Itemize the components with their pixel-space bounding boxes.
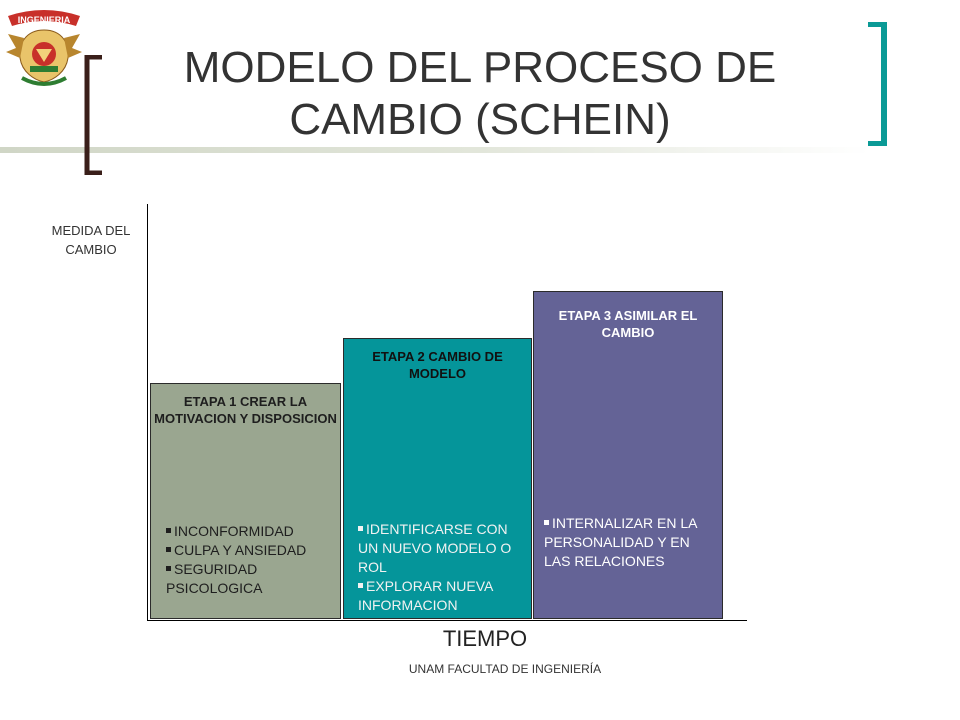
stage-1-box: ETAPA 1 CREAR LA MOTIVACION Y DISPOSICIO… xyxy=(150,383,341,619)
stage-1-items: INCONFORMIDAD CULPA Y ANSIEDAD SEGURIDAD… xyxy=(166,522,341,598)
stage-3-item: INTERNALIZAR EN LA PERSONALIDAD Y EN LAS… xyxy=(544,514,719,571)
stage-2-item: EXPLORAR NUEVA INFORMACION xyxy=(358,577,530,615)
stage-1-item: INCONFORMIDAD xyxy=(166,522,341,541)
stage-1-title: ETAPA 1 CREAR LA MOTIVACION Y DISPOSICIO… xyxy=(154,394,337,426)
stage-3-box: ETAPA 3 ASIMILAR EL CAMBIO INTERNALIZAR … xyxy=(533,291,723,619)
x-axis xyxy=(147,620,747,621)
y-axis-label: MEDIDA DEL CAMBIO xyxy=(51,223,131,257)
stage-2-items: IDENTIFICARSE CON UN NUEVO MODELO O ROL … xyxy=(358,520,530,615)
footer-text: UNAM FACULTAD DE INGENIERÍA xyxy=(408,662,602,676)
stage-3-items: INTERNALIZAR EN LA PERSONALIDAD Y EN LAS… xyxy=(544,514,719,571)
x-axis-label: TIEMPO xyxy=(442,626,528,651)
logo-text: INGENIERIA xyxy=(18,15,71,25)
right-bracket xyxy=(868,22,887,146)
stage-1-item: CULPA Y ANSIEDAD xyxy=(166,541,341,560)
slide-title: MODELO DEL PROCESO DE CAMBIO (SCHEIN) xyxy=(183,43,777,144)
stage-1-item: SEGURIDAD PSICOLOGICA xyxy=(166,560,341,598)
stage-2-item: IDENTIFICARSE CON UN NUEVO MODELO O ROL xyxy=(358,520,530,577)
y-axis xyxy=(147,204,148,620)
left-bracket xyxy=(84,55,102,175)
stage-2-title: ETAPA 2 CAMBIO DE MODELO xyxy=(372,349,503,381)
unam-ingenieria-logo: INGENIERIA xyxy=(6,10,82,86)
title-underline xyxy=(0,147,870,153)
stage-2-box: ETAPA 2 CAMBIO DE MODELO IDENTIFICARSE C… xyxy=(343,338,532,619)
stage-3-title: ETAPA 3 ASIMILAR EL CAMBIO xyxy=(558,308,698,340)
